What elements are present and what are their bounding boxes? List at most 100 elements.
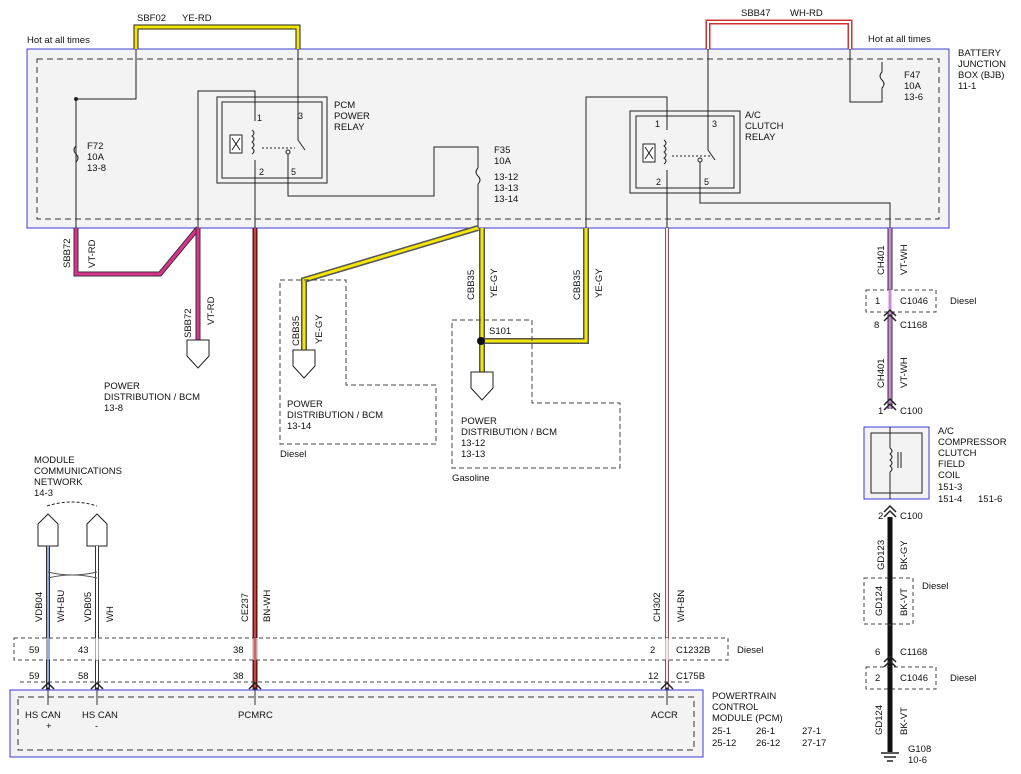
compressor-coil-icon — [889, 447, 893, 473]
ac-relay-pin: 5 — [704, 177, 709, 187]
c1232b-pin: 43 — [78, 645, 89, 656]
wire-ch401-a-color: VT-WH — [899, 244, 910, 275]
ac-relay-label-line: RELAY — [745, 132, 776, 143]
fuse-f72-line: 13-8 — [87, 163, 106, 174]
bjb-hot-left: Hot at all times — [27, 35, 90, 46]
compressor-inner — [870, 432, 923, 494]
connector-pd-13-12-icon — [470, 371, 494, 401]
compressor-box — [863, 426, 930, 500]
compressor-label-line: COMPRESSOR — [938, 437, 1007, 448]
wire-vdb04-color: WH-BU — [56, 590, 67, 622]
dest-pd-13-14: POWER DISTRIBUTION / BCM 13-14 — [287, 399, 383, 432]
c175b-pin: 58 — [78, 671, 89, 682]
dest-pd-13-14-line: DISTRIBUTION / BCM — [287, 410, 383, 421]
ac-relay-label: A/C CLUTCH RELAY — [745, 110, 784, 143]
c1232b-pin: 59 — [29, 645, 40, 656]
wire-vdb05-color: WH — [105, 606, 116, 622]
ac-relay-outer — [629, 110, 741, 194]
compressor-label-line: COIL — [938, 470, 960, 481]
junction-dot — [74, 97, 78, 101]
pcm-name-line: MODULE (PCM) — [712, 713, 783, 724]
bjb-name-line: 11-1 — [958, 81, 976, 92]
mcn-bracket — [46, 501, 98, 507]
bjb-box — [26, 48, 950, 229]
fuse-f47-icon — [879, 62, 885, 90]
ground-ref: 10-6 — [908, 755, 927, 766]
dest-pd-13-14-line: 13-14 — [287, 421, 311, 432]
connector-c1046-bottom-box — [865, 666, 937, 690]
pcm-ref: 26-12 — [756, 738, 780, 749]
connector-c100-bottom-pin: 2 — [878, 511, 883, 522]
wire-ch302-label: CH302 — [652, 592, 663, 622]
connector-c1232b-box — [13, 637, 729, 661]
diesel-label-c1232b: Diesel — [737, 645, 763, 656]
ground-name: G108 — [908, 744, 931, 755]
pcm-relay-label-line: RELAY — [334, 122, 365, 133]
wire-gd124-a-color: BK-VT — [899, 588, 910, 616]
fuse-f47-line: 13-6 — [904, 92, 923, 103]
connector-pd-13-8-icon — [186, 339, 210, 369]
compressor-label-line: A/C — [938, 426, 954, 437]
wire-sbb72-b-label: SBB72 — [183, 308, 194, 338]
connector-vdb04-icon — [37, 513, 59, 547]
wire-ch401-a-label: CH401 — [876, 245, 887, 275]
c1232b-pin: 38 — [233, 645, 244, 656]
fuse-f72-line: F72 — [87, 141, 103, 152]
ac-relay-pin: 1 — [655, 119, 660, 129]
fuse-f35-line: 13-14 — [494, 194, 518, 205]
connector-c1168-bottom-pin: 6 — [875, 647, 880, 658]
fuse-f47-label: F47 10A 13-6 — [904, 70, 923, 103]
ac-relay-pin: 2 — [656, 177, 661, 187]
compressor-ref: 151-3 — [938, 482, 962, 493]
c1232b-pin: 2 — [650, 645, 655, 656]
wire-sbb47-label: SBB47 — [741, 8, 771, 19]
connector-c1168-top-pin: 8 — [874, 320, 879, 331]
dest-mcn-line: MODULE — [34, 455, 75, 466]
pcm-ref: 25-12 — [712, 738, 736, 749]
diesel-option-box — [279, 279, 437, 445]
fuse-f35-label: F35 10A 13-12 13-13 13-14 — [494, 145, 518, 205]
wire-sbb47-color: WH-RD — [790, 8, 823, 19]
ac-relay-switch-icon — [707, 130, 716, 161]
pcm-ref: 26-1 — [756, 726, 775, 737]
pcm-relay-pin: 5 — [291, 167, 296, 177]
gasoline-option-box — [451, 319, 621, 469]
gasoline-label: Gasoline — [452, 473, 490, 484]
connector-c100-top-pin: 1 — [878, 406, 883, 417]
fuse-f35-line: 13-12 — [494, 172, 518, 183]
wire-cbb35-b-color: YE-GY — [489, 268, 500, 298]
pcm-relay-pin: 1 — [257, 113, 262, 123]
compressor-label-line: CLUTCH — [938, 448, 977, 459]
wire-cbb35-b-label: CBB35 — [466, 270, 477, 300]
ac-relay-label-line: CLUTCH — [745, 121, 784, 132]
pcm-pin-hscan-plus: HS CAN — [25, 710, 61, 721]
dest-mcn-line: COMMUNICATIONS — [34, 466, 122, 477]
diesel-label-c1046-bottom: Diesel — [950, 673, 976, 684]
pcm-pin-pcmrc: PCMRC — [238, 710, 273, 721]
connector-c1168-top-icon — [883, 313, 897, 322]
wire-sbb72 — [73, 226, 201, 340]
bjb-name: BATTERY JUNCTION BOX (BJB) 11-1 — [958, 48, 1006, 92]
connector-c1046-top-box — [865, 289, 937, 313]
compressor-label-line: FIELD — [938, 459, 965, 470]
connector-c1046-top-name: C1046 — [900, 296, 928, 307]
connector-c1168-bottom-name: C1168 — [900, 647, 927, 658]
wire-sbb72-b-color: VT-RD — [206, 296, 217, 325]
twisted-pair-icon — [47, 571, 98, 579]
wire-sbf02-color: YE-RD — [182, 13, 212, 24]
wire-sbb47 — [705, 19, 853, 49]
wire-gd123-color: BK-GY — [899, 540, 910, 570]
fuse-f72-line: 10A — [87, 152, 105, 163]
c175b-pin: 12 — [648, 671, 659, 682]
connector-vdb05-icon — [86, 513, 108, 547]
bjb-hot-right: Hot at all times — [868, 34, 931, 45]
bjb-inner-dashed — [36, 58, 940, 220]
pcm-pin-plus: + — [46, 721, 52, 732]
c175b-name: C175B — [676, 671, 705, 682]
splice-s101-dot — [477, 337, 485, 345]
wire-cbb35-a-label: CBB35 — [291, 316, 302, 346]
pcm-inner-dashed — [17, 696, 695, 751]
wire-cbb35-c-label: CBB35 — [572, 270, 583, 300]
diesel-label-13-14: Diesel — [280, 449, 306, 460]
